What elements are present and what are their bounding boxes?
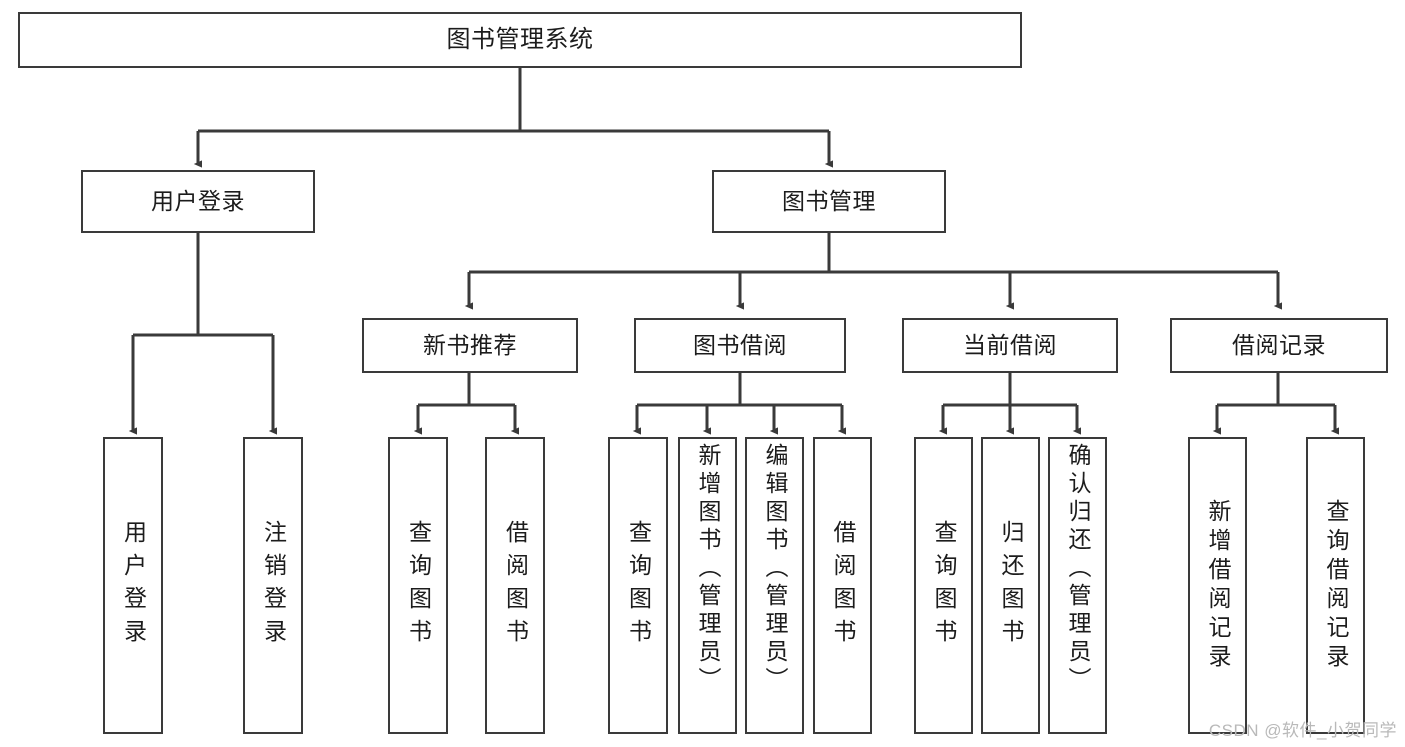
node-root-label: 图书管理系统 (446, 26, 594, 54)
node-new-book-recommend-label: 新书推荐 (423, 332, 517, 359)
leaf-add-borrow-record[interactable]: 新增借阅记录 (1188, 437, 1247, 734)
node-root[interactable]: 图书管理系统 (18, 12, 1022, 68)
leaf-edit-book[interactable]: 编辑图书（管理员） (745, 437, 804, 734)
node-current-borrow[interactable]: 当前借阅 (902, 318, 1118, 373)
leaf-confirm-return[interactable]: 确认归还（管理员） (1048, 437, 1107, 734)
leaf-query-book-2[interactable]: 查询图书 (608, 437, 668, 734)
leaf-query-book-2-label: 查询图书 (625, 519, 652, 652)
leaf-return-book-label: 归还图书 (998, 519, 1024, 652)
node-current-borrow-label: 当前借阅 (963, 332, 1057, 359)
leaf-query-borrow-record[interactable]: 查询借阅记录 (1306, 437, 1365, 734)
leaf-add-borrow-record-label: 新增借阅记录 (1205, 498, 1231, 673)
node-new-book-recommend[interactable]: 新书推荐 (362, 318, 578, 373)
leaf-logout-login-label: 注销登录 (260, 519, 287, 652)
node-book-borrow[interactable]: 图书借阅 (634, 318, 846, 373)
leaf-confirm-return-label: 确认归还（管理员） (1065, 443, 1091, 695)
node-user-login[interactable]: 用户登录 (81, 170, 315, 233)
leaf-query-book-1[interactable]: 查询图书 (388, 437, 448, 734)
node-borrow-record-label: 借阅记录 (1232, 332, 1326, 359)
leaf-borrow-book-2-label: 借阅图书 (830, 519, 856, 652)
watermark-text: CSDN @软件_小贺同学 (1208, 721, 1397, 740)
leaf-add-book-label: 新增图书（管理员） (695, 443, 721, 695)
leaf-borrow-book-1[interactable]: 借阅图书 (485, 437, 545, 734)
leaf-user-login-label: 用户登录 (120, 519, 147, 652)
leaf-user-login[interactable]: 用户登录 (103, 437, 163, 734)
leaf-query-book-3-label: 查询图书 (931, 519, 957, 652)
leaf-return-book[interactable]: 归还图书 (981, 437, 1040, 734)
node-book-management-label: 图书管理 (782, 188, 876, 215)
leaf-borrow-book-1-label: 借阅图书 (502, 519, 529, 652)
leaf-query-book-1-label: 查询图书 (405, 519, 432, 652)
leaf-add-book[interactable]: 新增图书（管理员） (678, 437, 737, 734)
leaf-query-borrow-record-label: 查询借阅记录 (1323, 498, 1349, 673)
node-book-borrow-label: 图书借阅 (693, 332, 787, 359)
leaf-edit-book-label: 编辑图书（管理员） (762, 443, 788, 695)
leaf-borrow-book-2[interactable]: 借阅图书 (813, 437, 872, 734)
node-book-management[interactable]: 图书管理 (712, 170, 946, 233)
node-user-login-label: 用户登录 (151, 188, 245, 215)
leaf-logout-login[interactable]: 注销登录 (243, 437, 303, 734)
leaf-query-book-3[interactable]: 查询图书 (914, 437, 973, 734)
node-borrow-record[interactable]: 借阅记录 (1170, 318, 1388, 373)
